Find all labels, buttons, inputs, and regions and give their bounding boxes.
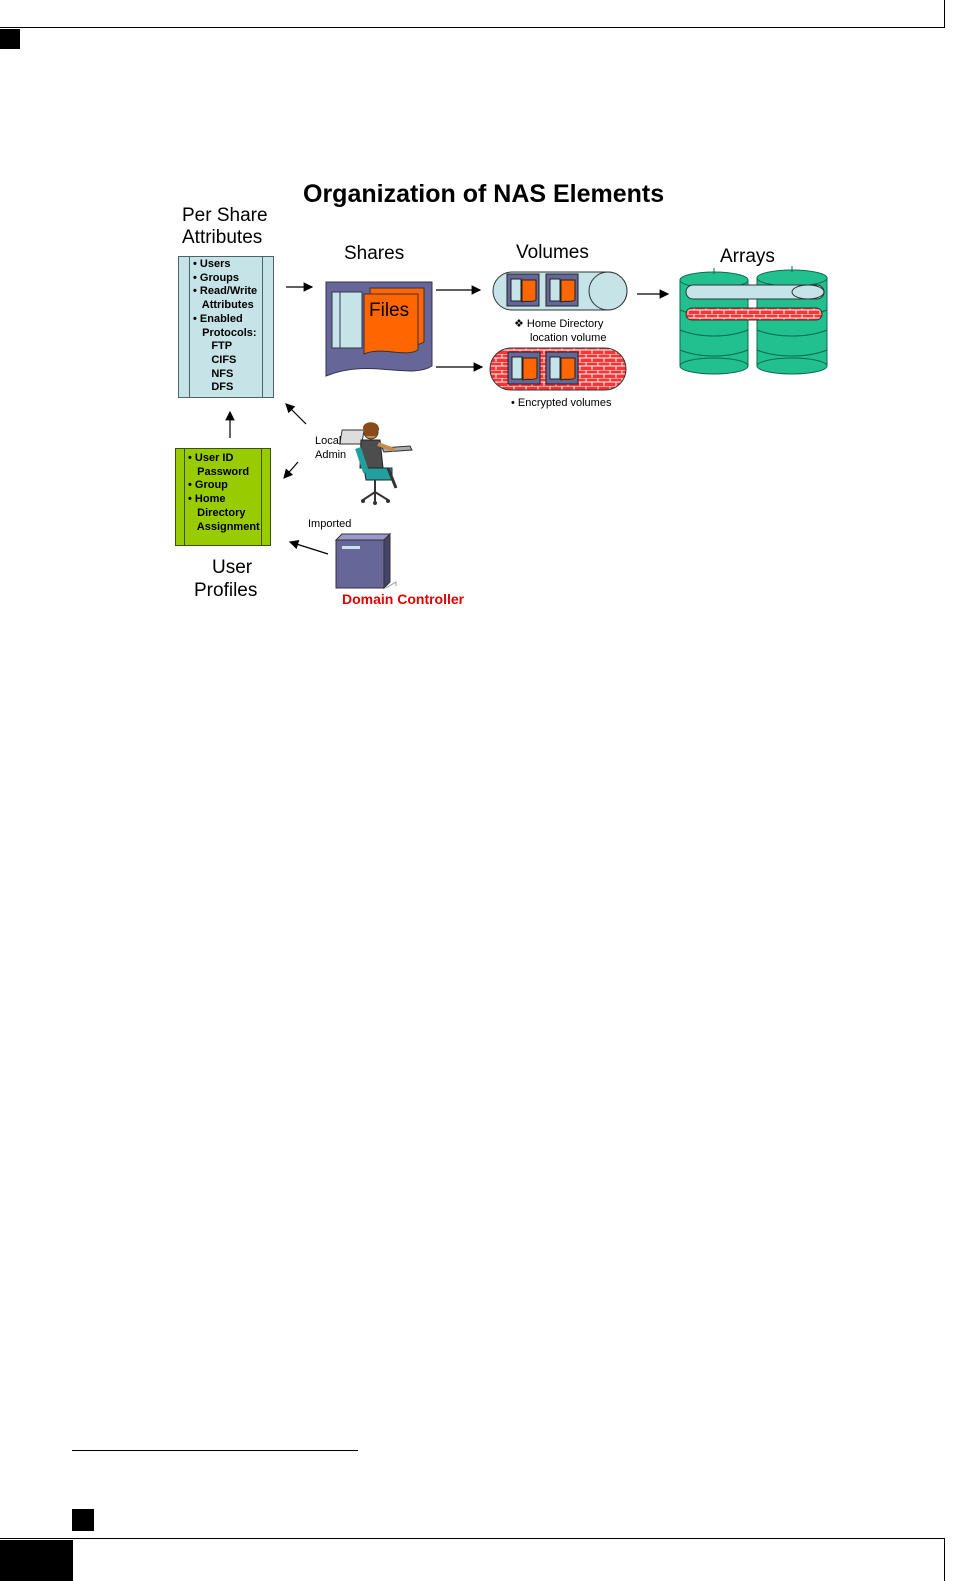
user-profile-item: Assignment — [188, 520, 260, 533]
attribute-item: NFS — [193, 367, 234, 380]
user-profiles-box: • User ID Password • Group • Home Direct… — [175, 448, 271, 546]
domain-controller-label: Domain Controller — [342, 591, 465, 607]
files-label: Files — [369, 300, 410, 321]
local-admin-person-icon — [339, 422, 413, 505]
user-profile-fields-list: • User ID Password • Group • Home Direct… — [188, 452, 260, 534]
encrypted-volume-icon — [489, 347, 627, 391]
attribute-item: • Read/Write — [193, 285, 258, 298]
volumes-heading: Volumes — [516, 242, 589, 263]
imported-label: Imported — [308, 518, 352, 530]
user-profile-item: Directory — [188, 506, 246, 519]
footer-corner-tick — [944, 1538, 945, 1581]
per-share-heading-line1: Per Share — [182, 205, 268, 226]
per-share-heading-line2: Attributes — [182, 227, 263, 248]
footer-rule — [0, 1538, 945, 1539]
diagram-title: Organization of NAS Elements — [303, 180, 665, 208]
nas-organization-diagram: Organization of NAS Elements Per Share A… — [160, 170, 850, 620]
shares-heading: Shares — [344, 243, 405, 264]
per-share-attributes-box: • Users • Groups • Read/Write Attributes… — [178, 256, 274, 398]
user-profile-item: • User ID — [188, 452, 234, 464]
header-marker-block — [0, 29, 20, 49]
arrays-icon — [679, 266, 828, 375]
attribute-item: DFS — [193, 381, 234, 394]
attribute-item: FTP — [193, 340, 233, 353]
attribute-item: • Users — [193, 258, 231, 270]
footnote-marker-block — [72, 1509, 94, 1531]
diagram-artwork — [225, 266, 828, 590]
user-profile-item: • Group — [188, 479, 228, 492]
header-rule — [0, 27, 945, 28]
user-profile-item: • Home — [188, 493, 226, 506]
home-directory-note-line1: ❖ Home Directory — [514, 318, 604, 330]
home-directory-note-line2: location volume — [530, 332, 607, 344]
home-directory-volume-icon — [492, 271, 628, 311]
user-profiles-heading-line1: User — [212, 557, 253, 578]
arrays-heading: Arrays — [720, 246, 775, 267]
user-profiles-heading-line2: Profiles — [194, 580, 258, 601]
attribute-item: • Groups — [193, 271, 240, 284]
local-admin-label-line2: Admin — [315, 449, 347, 461]
attribute-item: CIFS — [193, 353, 237, 366]
encrypted-volumes-note: • Encrypted volumes — [511, 397, 612, 409]
footnote-rule — [72, 1450, 358, 1451]
header-corner-tick — [944, 0, 945, 28]
shares-icon — [325, 281, 433, 377]
attribute-item: Attributes — [193, 299, 254, 312]
per-share-attributes-list: • Users • Groups • Read/Write Attributes… — [193, 258, 257, 395]
user-profile-item: Password — [188, 465, 250, 478]
attribute-item: • Enabled — [193, 312, 243, 325]
local-admin-label-line1: Local — [315, 435, 342, 447]
flow-arrows — [225, 282, 670, 555]
footer-marker-block — [0, 1540, 73, 1581]
domain-controller-server-icon — [334, 532, 397, 590]
attribute-item: Protocols: — [193, 326, 257, 339]
